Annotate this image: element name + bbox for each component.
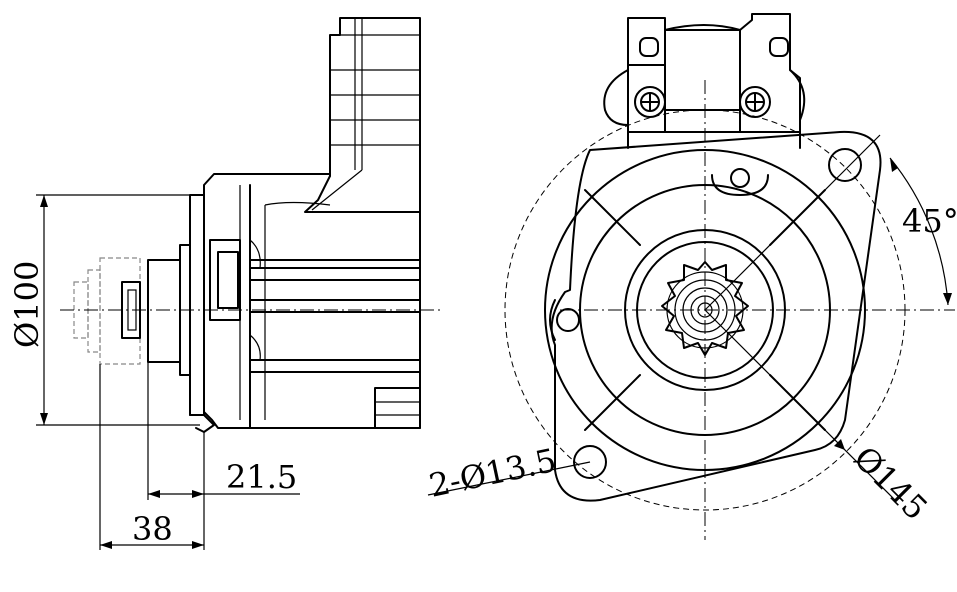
mount-hole-top-right xyxy=(828,148,862,182)
front-view: 45° 2-Ø13.5 Ø145 xyxy=(426,13,957,540)
dimension-38: 38 xyxy=(132,510,173,548)
dimension-d100: Ø100 xyxy=(8,261,46,348)
dimension-d145: Ø145 xyxy=(704,309,935,528)
front-flange xyxy=(550,130,882,502)
terminal-bolt-right-icon xyxy=(739,86,771,118)
dimension-holes: 2-Ø13.5 xyxy=(426,441,591,505)
dimension-21-5: 21.5 xyxy=(226,458,297,496)
pinion-side xyxy=(60,244,440,376)
holes-label: 2-Ø13.5 xyxy=(426,441,560,505)
housing-side xyxy=(203,173,421,429)
terminal-bolt-left-icon xyxy=(634,86,666,118)
mount-hole-left xyxy=(556,308,580,332)
angle-label: 45° xyxy=(902,202,957,240)
solenoid-side xyxy=(304,17,421,249)
side-view: Ø100 21.5 38 xyxy=(8,17,440,550)
solenoid-front xyxy=(603,13,806,149)
mount-hole-bottom-left xyxy=(573,445,607,479)
pinion-gear-front xyxy=(661,261,749,356)
dimensions-side: Ø100 21.5 38 xyxy=(8,194,300,550)
d145-label: Ø145 xyxy=(846,439,935,528)
mounting-flange xyxy=(189,194,241,433)
dimension-angle: 45° xyxy=(704,134,957,311)
